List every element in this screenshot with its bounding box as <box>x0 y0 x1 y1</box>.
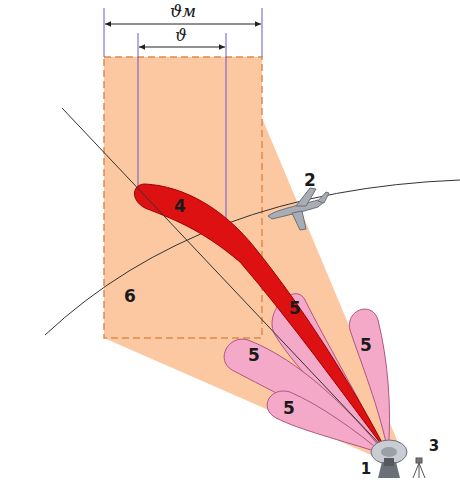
dimension-label: ϑ <box>175 28 186 44</box>
callout-number: 4 <box>174 198 186 215</box>
tripod <box>413 458 425 478</box>
dimension-line <box>105 24 261 25</box>
callout-number: 5 <box>283 400 295 417</box>
callout-number: 6 <box>124 288 136 305</box>
callout-number: 5 <box>248 347 260 364</box>
coverage-zone <box>104 57 402 458</box>
aircraft <box>268 188 329 230</box>
zone-outline <box>104 57 262 338</box>
callout-number: 5 <box>360 337 372 354</box>
dimension-line <box>139 47 225 48</box>
callout-number: 3 <box>429 439 439 454</box>
callout-number: 5 <box>289 300 301 317</box>
dimension-ticks <box>104 8 262 218</box>
callout-number: 1 <box>361 462 371 477</box>
radar-antenna <box>371 440 407 478</box>
callout-number: 2 <box>304 172 316 189</box>
dimension-label: ϑм <box>170 3 196 20</box>
beam-axis <box>62 108 387 452</box>
